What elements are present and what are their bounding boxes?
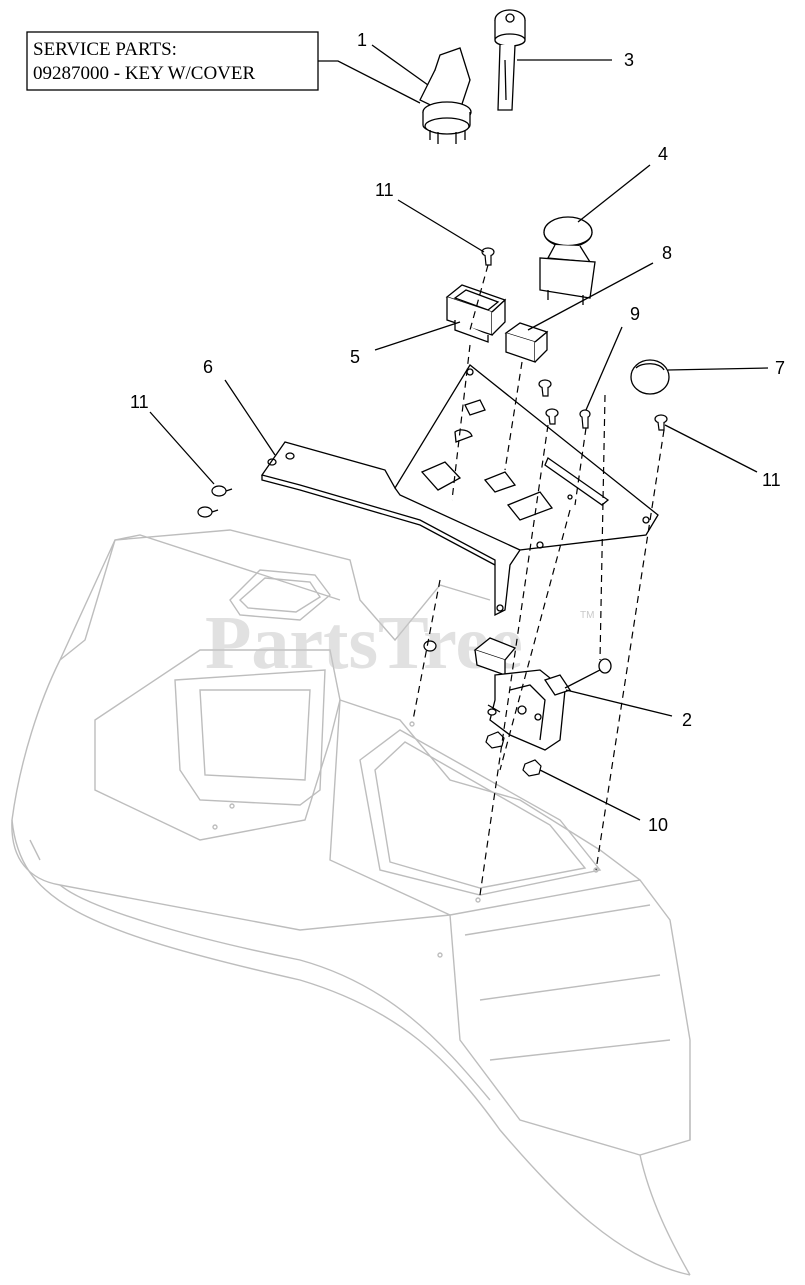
watermark-text: PartsTree (205, 601, 523, 685)
screw-mid-b (545, 408, 559, 425)
pto-switch-part-4 (539, 216, 596, 305)
screw-11-top (481, 247, 495, 266)
service-box-frame (26, 31, 319, 91)
service-box-line-1: SERVICE PARTS: (33, 39, 177, 60)
callout-7: 7 (775, 358, 785, 378)
screw-9 (579, 409, 591, 429)
mounting-bracket-part-6 (260, 364, 659, 617)
callout-3: 3 (624, 50, 634, 70)
assembly-lines (412, 264, 665, 896)
callout-numbers: 1 3 4 11 8 9 5 6 7 11 11 2 10 (130, 30, 785, 835)
leader-lines (149, 44, 769, 821)
callout-9: 9 (630, 304, 640, 324)
screw-left-b (197, 506, 219, 518)
nuts-part-10 (485, 731, 542, 777)
seat-switch-part-8 (504, 322, 549, 363)
callout-5: 5 (350, 347, 360, 367)
callout-2: 2 (682, 710, 692, 730)
screw-mid-a (538, 379, 552, 397)
console-housing (11, 529, 691, 1276)
screw-left-a (211, 485, 233, 497)
screw-lower (423, 640, 437, 652)
callout-10: 10 (648, 815, 668, 835)
callout-4: 4 (658, 144, 668, 164)
callout-11-top: 11 (375, 180, 394, 200)
knob-part-7 (630, 359, 670, 395)
screw-right-11 (654, 414, 668, 431)
service-box-line-2: 09287000 - KEY W/COVER (33, 63, 256, 84)
callout-8: 8 (662, 243, 672, 263)
callout-11-left: 11 (130, 392, 149, 412)
callout-1: 1 (357, 30, 367, 50)
switch-assembly-part-2 (473, 637, 612, 751)
watermark-tm: TM (580, 610, 594, 621)
screws (197, 247, 668, 652)
rocker-switch-part-5 (445, 284, 507, 343)
watermark: PartsTree TM (205, 601, 594, 685)
ignition-part-3 (494, 9, 526, 111)
service-parts-box: SERVICE PARTS: 09287000 - KEY W/COVER (26, 31, 319, 91)
callout-6: 6 (203, 357, 213, 377)
callout-11-right: 11 (762, 470, 781, 490)
key-switch-part-1 (419, 47, 472, 144)
